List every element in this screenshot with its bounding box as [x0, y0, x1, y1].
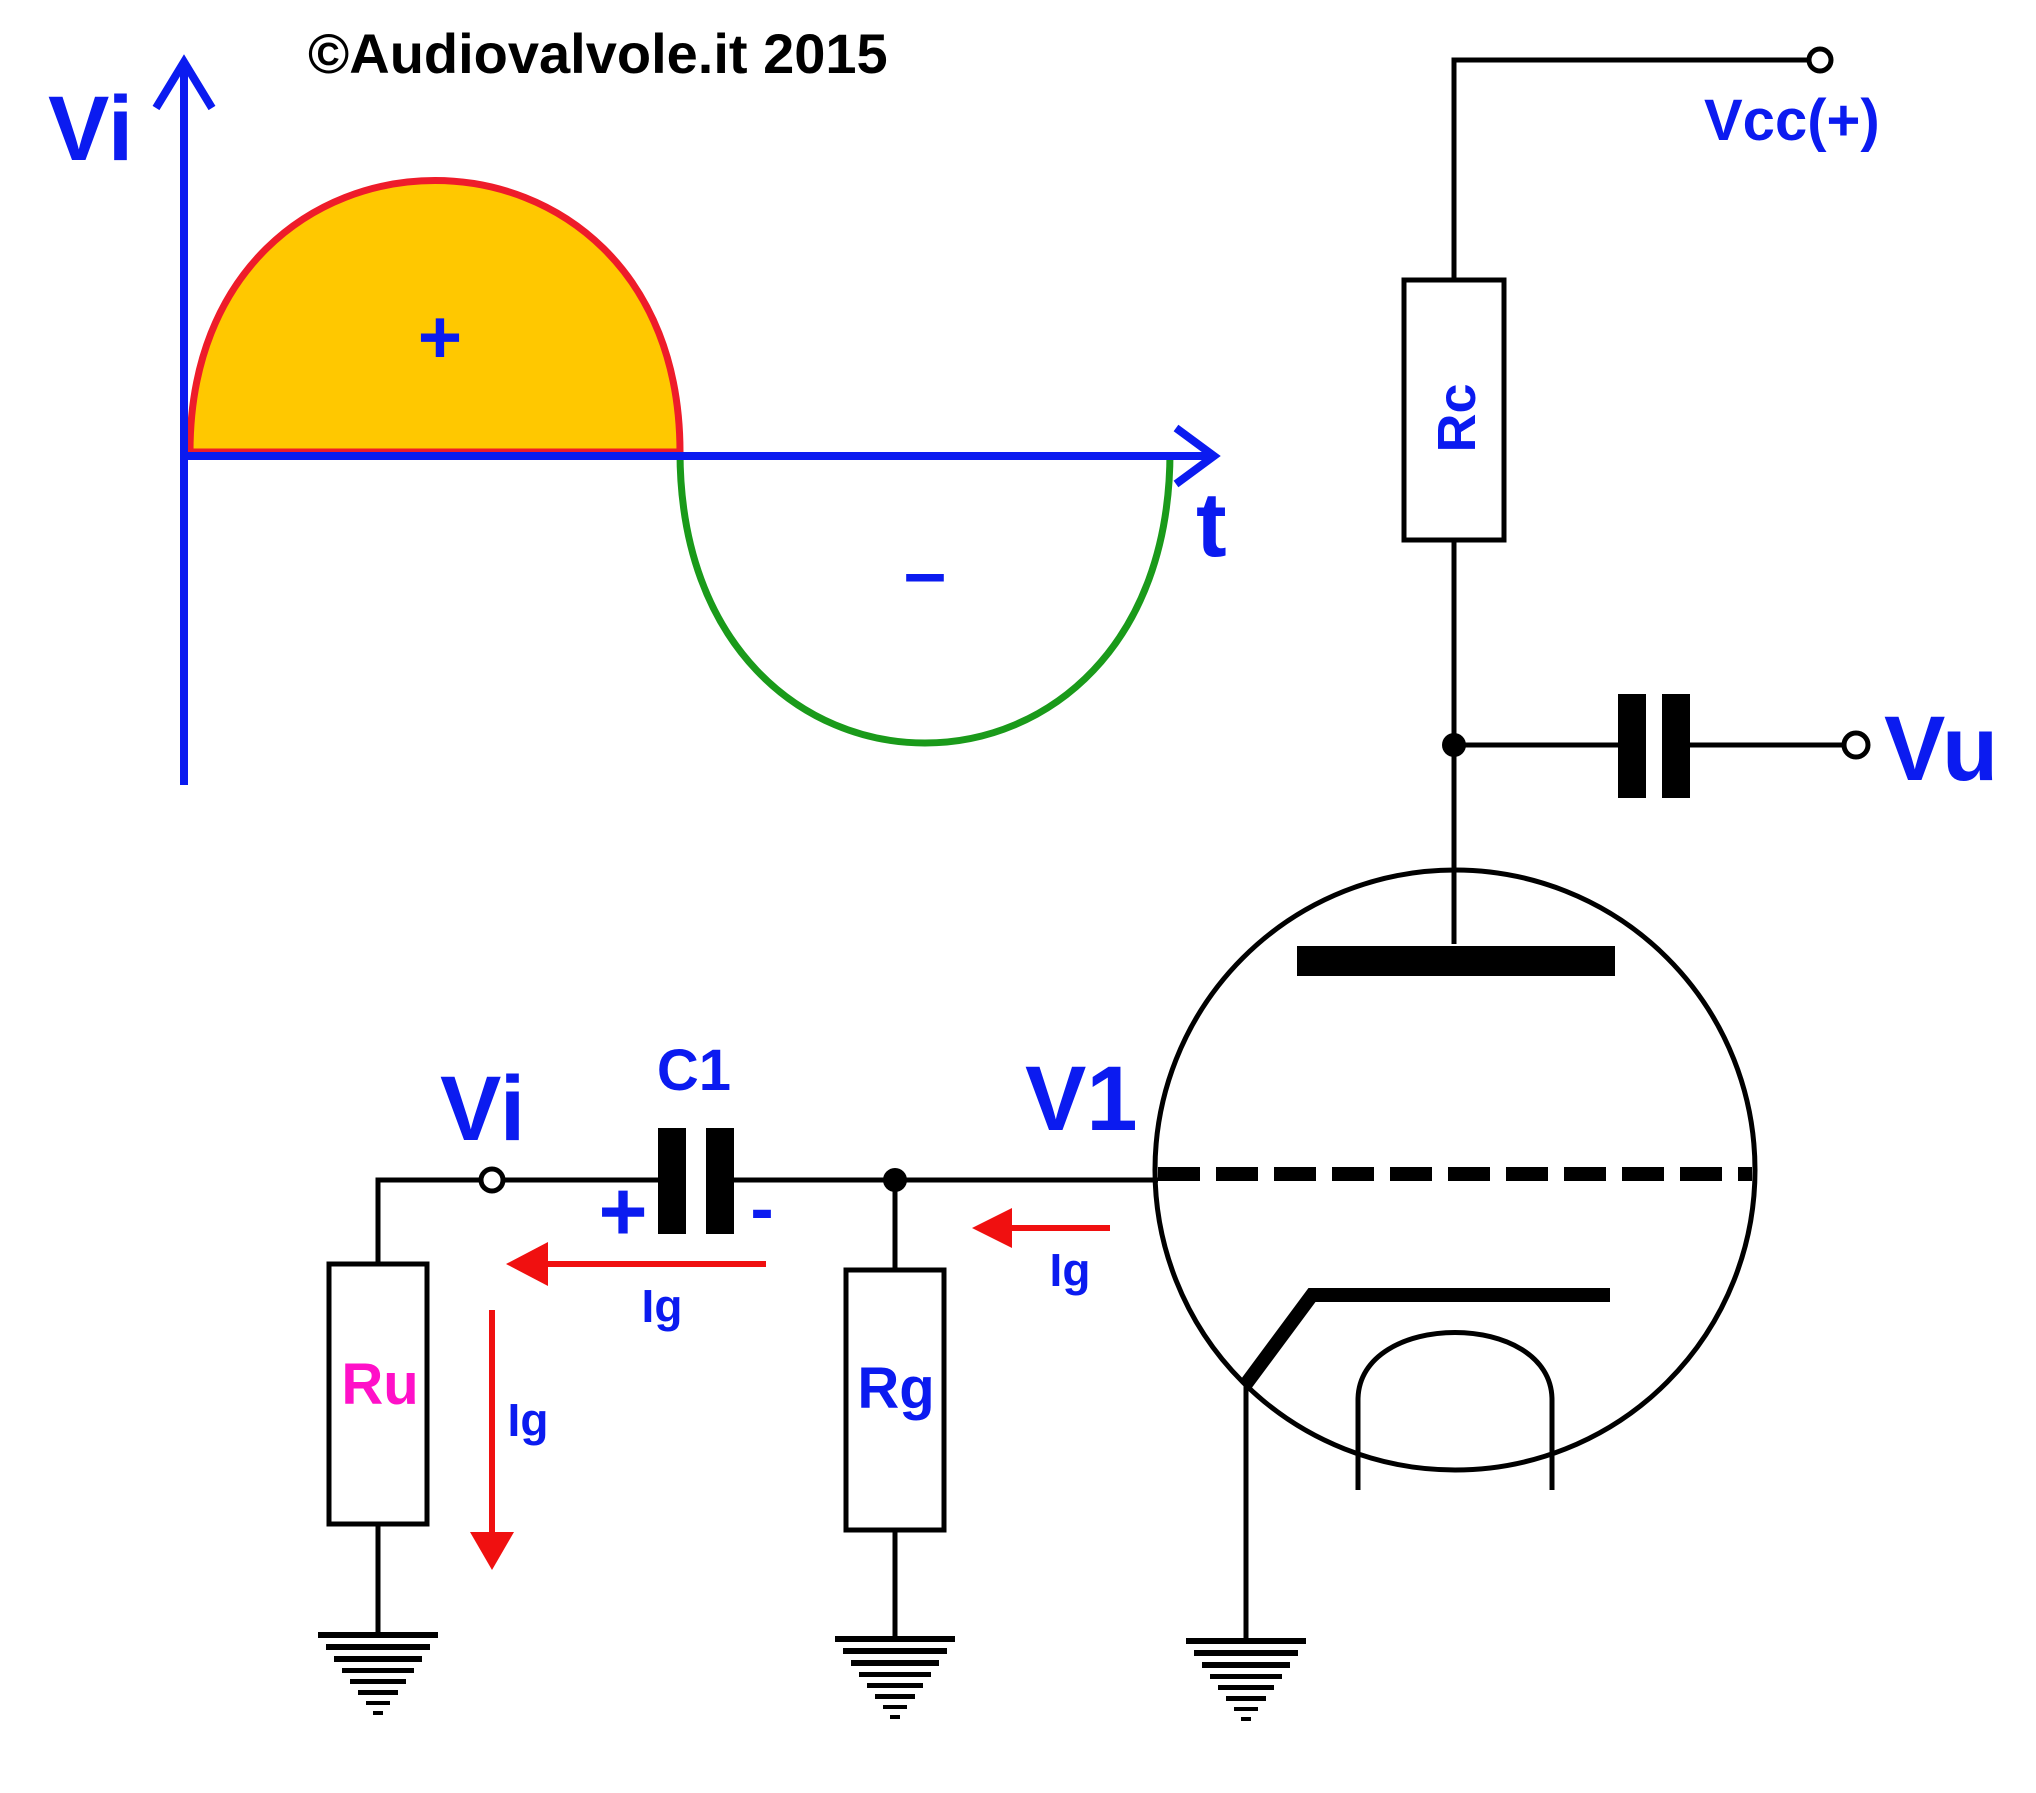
negative-sign: –: [904, 530, 946, 615]
ground-symbol-grid: [835, 1636, 955, 1719]
tube-label: V1: [1025, 1048, 1138, 1150]
coupling-capacitor-plate-right: [706, 1128, 734, 1234]
capacitor-plus-sign: +: [598, 1164, 647, 1258]
output-capacitor-plate-right: [1662, 694, 1690, 798]
source-resistor: [326, 1261, 430, 1527]
grid-current-arrowhead-source: [470, 1532, 514, 1570]
grid-current-arrows: Ig Ig Ig: [470, 1208, 1110, 1570]
output-label: Vu: [1884, 698, 1998, 800]
tube-envelope: [1152, 867, 1758, 1473]
copyright-text: ©Audiovalvole.it 2015: [308, 22, 888, 85]
grid-current-arrowhead-capacitor: [506, 1242, 548, 1286]
supply-label: Vcc(+): [1704, 88, 1880, 153]
output-capacitor-plate-left: [1618, 694, 1646, 798]
x-axis-arrowhead: [1173, 424, 1221, 488]
grid-current-label-tube: Ig: [1050, 1244, 1091, 1296]
capacitor-minus-sign: -: [750, 1169, 773, 1247]
input-terminal: [478, 1166, 506, 1194]
output-terminal: [1841, 730, 1871, 760]
positive-sign: +: [418, 295, 462, 380]
supply-wire: [1451, 57, 1808, 280]
y-axis-arrowhead: [152, 54, 216, 111]
grid-current-label-source: Ig: [508, 1394, 549, 1446]
ground-symbol-cathode: [1186, 1638, 1306, 1721]
supply-terminal: [1806, 46, 1834, 74]
coupling-capacitor-plate-left: [658, 1128, 686, 1234]
coupling-capacitor-label: C1: [657, 1038, 731, 1103]
y-axis-label: Vi: [48, 78, 133, 180]
x-axis-label: t: [1196, 474, 1227, 576]
tube-heater: [1355, 1330, 1555, 1490]
negative-half-cycle: [676, 451, 1174, 747]
tube-plate: [1297, 946, 1615, 976]
waveform-graph: Vi t + –: [48, 54, 1227, 785]
grid-current-arrowhead-tube: [972, 1208, 1012, 1248]
source-resistor-label: Ru: [341, 1352, 418, 1417]
plate-resistor-label: Rc: [1427, 383, 1487, 452]
grid-resistor-label: Rg: [857, 1356, 934, 1421]
vacuum-tube: V1: [1025, 867, 1758, 1490]
positive-half-cycle: [186, 177, 684, 456]
grid-current-label-capacitor: Ig: [642, 1280, 683, 1332]
ground-symbol-source: [318, 1632, 438, 1715]
source-wire: [375, 1177, 480, 1264]
input-label: Vi: [440, 1058, 525, 1160]
tube-cathode: [1240, 1288, 1610, 1389]
plate-circuit: Vcc(+) Rc Vu: [1401, 46, 1998, 944]
input-circuit: Vi C1 + - Rg Ru: [326, 1038, 1249, 1640]
